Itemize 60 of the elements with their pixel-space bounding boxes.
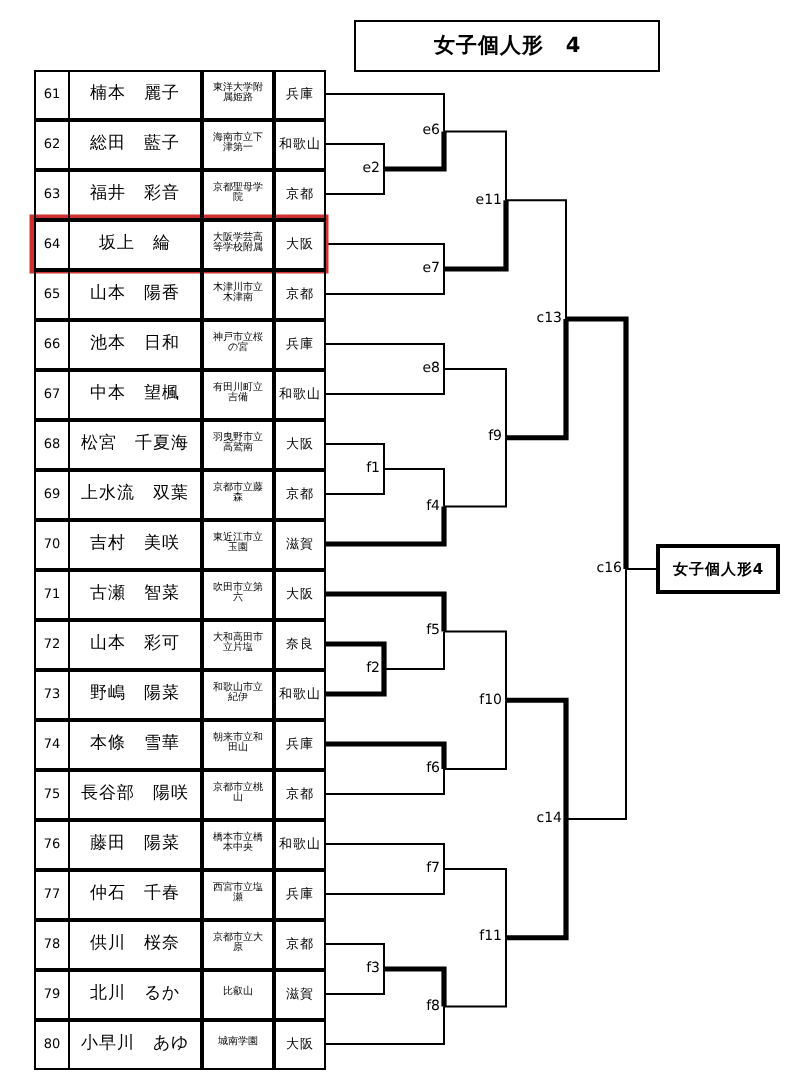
player-name: 藤田 陽菜 xyxy=(68,819,204,869)
player-name: 松宮 千夏海 xyxy=(68,419,204,469)
bracket-line xyxy=(443,436,507,508)
bracket-line xyxy=(323,868,445,895)
bracket-line xyxy=(324,741,447,769)
player-name: 総田 藍子 xyxy=(68,119,204,169)
bracket-line xyxy=(323,368,445,395)
player-name: 長谷部 陽咲 xyxy=(68,769,204,819)
bracket-line xyxy=(323,93,445,133)
bracket-line xyxy=(323,243,445,270)
bracket-line xyxy=(443,630,507,702)
bracket-line xyxy=(324,641,387,669)
player-name: 仲石 千春 xyxy=(68,869,204,919)
bracket-line xyxy=(506,819,569,941)
bracket-line xyxy=(505,199,567,320)
bracket-line xyxy=(324,591,447,632)
bracket-line xyxy=(506,697,569,819)
bracket-line xyxy=(323,843,445,870)
player-name: 吉村 美咲 xyxy=(68,519,204,569)
bracket-line xyxy=(443,936,507,1008)
bracket-line xyxy=(625,568,657,570)
bracket-line xyxy=(323,943,385,970)
bracket-line xyxy=(566,316,629,569)
player-name: 古瀬 智菜 xyxy=(68,569,204,619)
player-name: 供川 桜奈 xyxy=(68,919,204,969)
bracket-line xyxy=(443,130,507,202)
player-name: 野嶋 陽菜 xyxy=(68,669,204,719)
bracket-line xyxy=(383,630,445,670)
player-name: 北川 るか xyxy=(68,969,204,1019)
bracket-line xyxy=(323,968,385,995)
player-name: 上水流 双葉 xyxy=(68,469,204,519)
player-name: 池本 日和 xyxy=(68,319,204,369)
bracket-line xyxy=(323,343,445,370)
bracket-line xyxy=(323,143,385,170)
bracket-line xyxy=(323,768,445,795)
bracket-line xyxy=(323,168,385,195)
player-name: 山本 陽香 xyxy=(68,269,204,319)
bracket-line xyxy=(443,868,507,939)
player-name: 福井 彩音 xyxy=(68,169,204,219)
player-name: 坂上 綸 xyxy=(68,219,204,269)
bracket-line xyxy=(443,368,507,439)
bracket-line xyxy=(506,319,569,441)
bracket-line xyxy=(323,268,445,295)
bracket-line xyxy=(324,506,447,547)
bracket-line xyxy=(323,1005,445,1045)
title-box: 女子個人形 4 xyxy=(354,20,660,72)
player-name: 山本 彩可 xyxy=(68,619,204,669)
bracket-line xyxy=(384,966,447,1007)
bracket-line xyxy=(565,568,627,820)
player-name: 本條 雪華 xyxy=(68,719,204,769)
bracket-line xyxy=(323,468,385,495)
player-name: 中本 望楓 xyxy=(68,369,204,419)
bracket-line xyxy=(443,699,507,770)
bracket-line xyxy=(323,443,385,470)
bracket-line xyxy=(324,669,387,697)
player-name: 楠本 麗子 xyxy=(68,69,204,119)
bracket-line xyxy=(384,131,447,172)
player-name: 小早川 あゆ xyxy=(68,1019,204,1069)
bracket-line xyxy=(383,468,445,508)
bracket-line xyxy=(444,200,509,272)
